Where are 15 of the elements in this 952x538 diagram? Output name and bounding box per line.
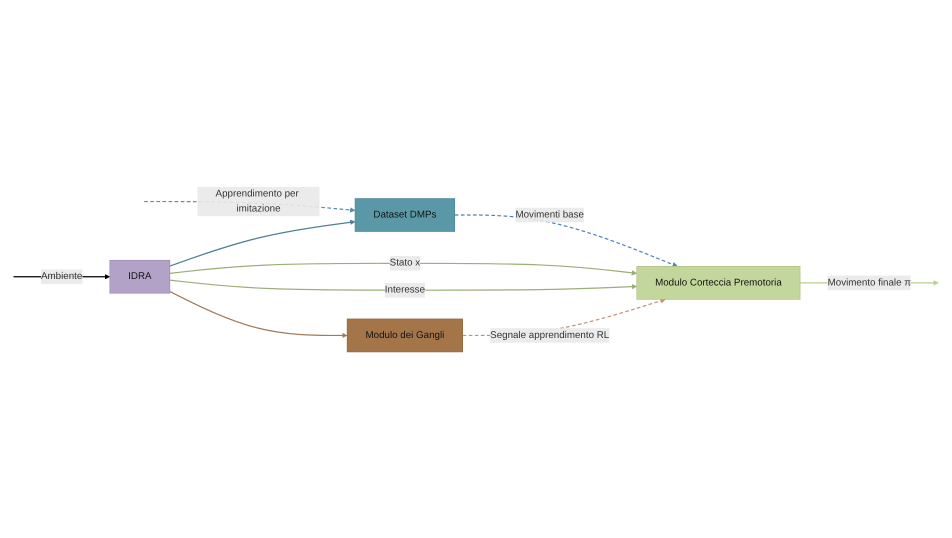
edge-label: Ambiente: [40, 270, 82, 282]
edge-label: Movimento finale π: [828, 276, 912, 288]
node-box: IDRA: [110, 260, 170, 294]
edge-label: Apprendimento per imitazione: [216, 188, 299, 214]
node-box: Modulo Corteccia Premotoria: [636, 266, 800, 300]
node-box: Dataset DMPs: [354, 198, 456, 232]
arrow: [170, 219, 356, 266]
node-box: Modulo dei Gangli: [346, 318, 463, 352]
arrow: [170, 279, 637, 290]
arrow: [170, 262, 637, 276]
edge-label: Interesse: [384, 284, 426, 295]
edge-label: Stato x: [390, 257, 420, 268]
edge-label: Movimenti base: [515, 209, 584, 220]
arrow: [170, 290, 348, 338]
edge-label: Segnale apprendimento RL: [490, 330, 610, 340]
